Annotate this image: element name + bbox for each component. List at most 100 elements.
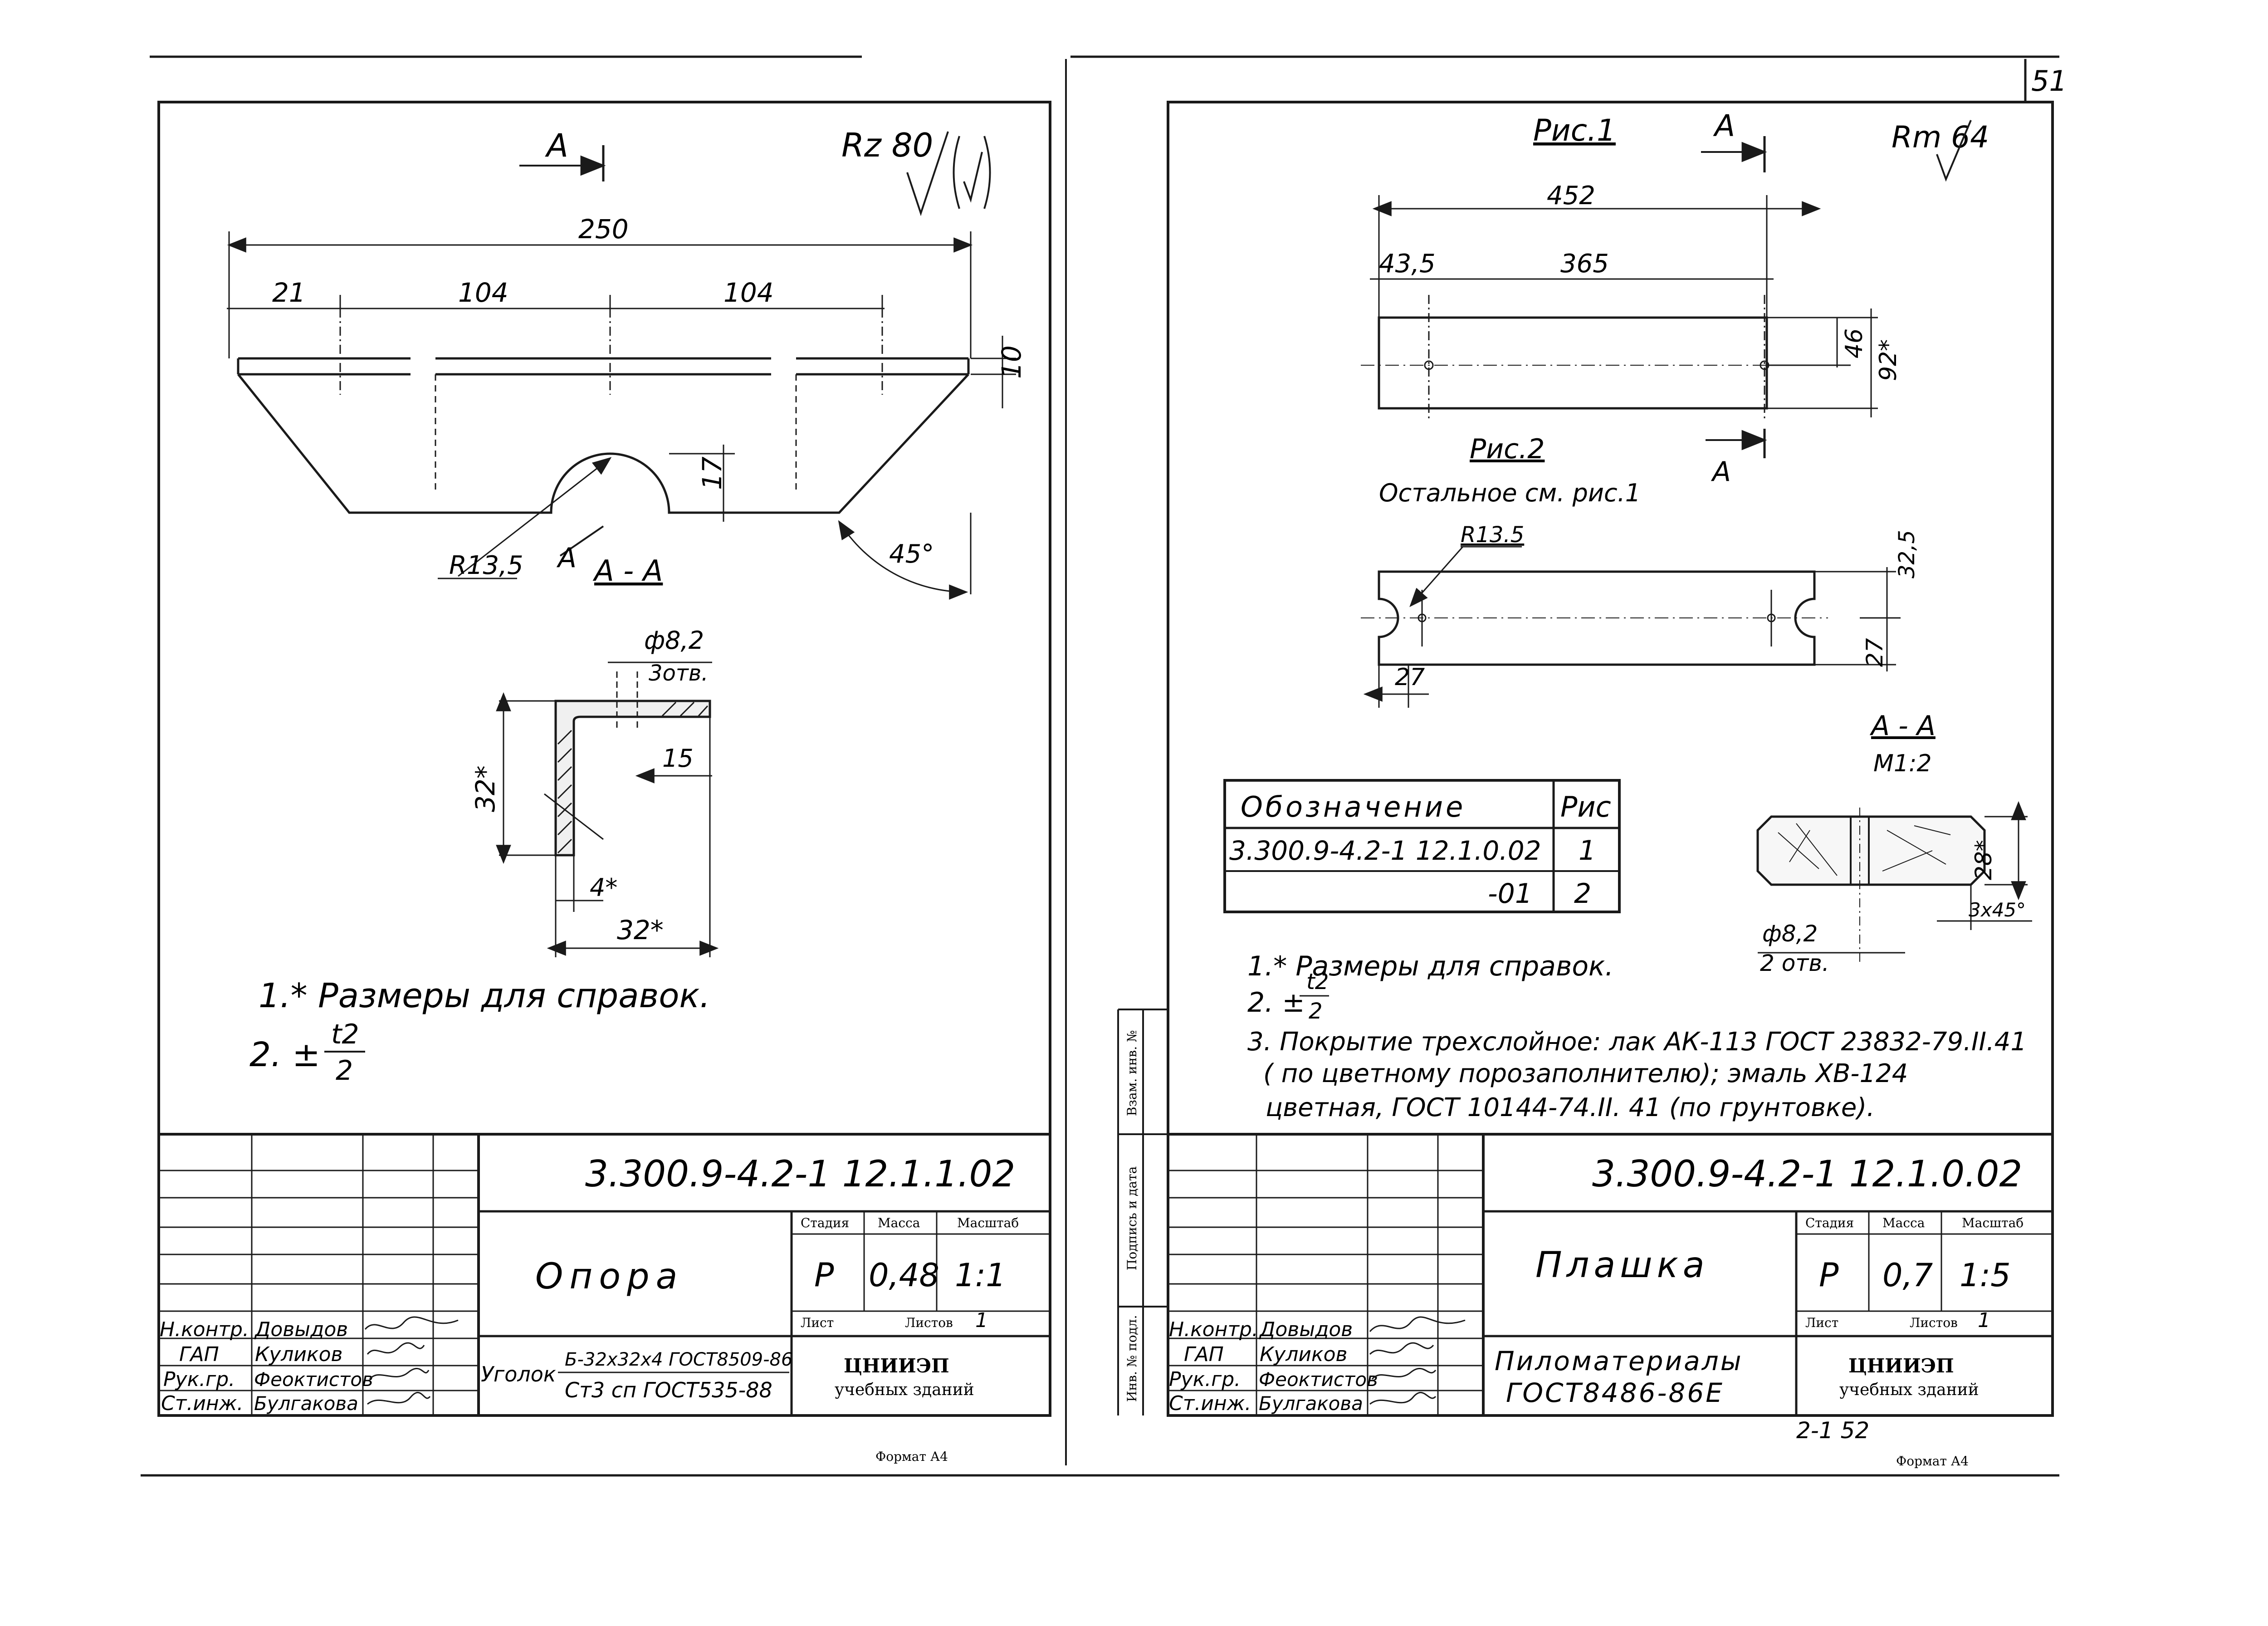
table-row-2-fig: 2 <box>1574 878 1591 910</box>
left-role-1: ГАП <box>179 1343 219 1366</box>
right-sheet-lbl: Лист <box>1805 1315 1838 1330</box>
left-mass: 0,48 <box>869 1257 939 1294</box>
right-section-mark-2: А <box>1711 456 1731 488</box>
right-roughness: Rm 64 <box>1892 120 1989 155</box>
left-hdr-scale: Масштаб <box>957 1215 1019 1230</box>
holes-2: 2 отв. <box>1760 950 1829 976</box>
left-note-2-den: 2 <box>336 1055 353 1087</box>
right-hdr-stage: Стадия <box>1805 1215 1854 1230</box>
left-role-2: Рук.гр. <box>163 1368 235 1391</box>
right-role-0: Н.контр. <box>1169 1318 1258 1341</box>
right-name-2: Феоктистов <box>1259 1368 1378 1391</box>
dim-92: 92* <box>1875 339 1902 381</box>
left-sheets: 1 <box>975 1309 988 1332</box>
right-sheet-frame <box>1167 101 2054 1417</box>
left-hdr-stage: Стадия <box>801 1215 849 1230</box>
right-role-2: Рук.гр. <box>1169 1368 1241 1391</box>
left-material-top: Б-32х32х4 ГОСТ8509-86 <box>565 1349 792 1370</box>
dim-21: 21 <box>272 277 306 308</box>
left-note-2: 2. ± <box>249 1035 320 1074</box>
right-org-1: ЦНИИЭП <box>1848 1355 1954 1377</box>
right-scale: 1:5 <box>1960 1257 2011 1294</box>
right-section-mark: А <box>1713 108 1735 143</box>
left-section-mark: А <box>545 127 568 164</box>
table-header-fig: Рис <box>1560 790 1611 823</box>
right-note-1: 1.* Размеры для справок. <box>1247 950 1613 982</box>
left-note-2-num: t2 <box>331 1019 359 1050</box>
dim-15: 15 <box>662 744 694 773</box>
left-role-0: Н.контр. <box>160 1318 249 1341</box>
left-part-name: Опора <box>535 1256 684 1297</box>
dim-28: 28* <box>1970 840 1997 880</box>
right-section-scale: М1:2 <box>1873 750 1932 777</box>
left-section-label: А - А <box>592 554 663 588</box>
left-elevation <box>237 309 970 514</box>
right-name-0: Довыдов <box>1259 1318 1353 1341</box>
right-section-label: А - А <box>1869 710 1936 742</box>
bottom-page-ref: 2-1 52 <box>1796 1417 1869 1444</box>
right-hdr-scale: Масштаб <box>1962 1215 2024 1230</box>
dim-chamfer: 3х45° <box>1969 899 2026 921</box>
left-name-3: Булгакова <box>254 1392 358 1415</box>
right-note-3a: 3. Покрытие трехслойное: лак АК-113 ГОСТ… <box>1247 1027 2027 1057</box>
stamp-label-2: Инв. № подл. <box>1124 1315 1139 1402</box>
left-material-bottom: Ст3 сп ГОСТ535-88 <box>565 1378 772 1402</box>
page-number: 51 <box>2031 64 2067 98</box>
dim-452: 452 <box>1547 181 1595 211</box>
dim-r135-fig2: R13.5 <box>1461 522 1524 548</box>
dim-angle45: 45° <box>889 539 934 569</box>
stamp-label-1: Подпись и дата <box>1124 1166 1139 1270</box>
dim-27h: 27 <box>1395 664 1425 691</box>
right-section-view <box>1756 801 2032 962</box>
fig1-label: Рис.1 <box>1533 113 1616 148</box>
right-format: Формат А4 <box>1896 1454 1969 1469</box>
left-sheet-lbl: Лист <box>801 1315 834 1330</box>
dim-325: 32,5 <box>1894 530 1920 578</box>
dim-32-vertical: 32* <box>470 765 501 812</box>
dim-104b: 104 <box>723 277 774 308</box>
right-sheets-lbl: Листов <box>1910 1315 1958 1330</box>
left-org-1: ЦНИИЭП <box>844 1355 949 1377</box>
right-name-3: Булгакова <box>1259 1392 1363 1415</box>
right-sheets: 1 <box>1978 1309 1990 1332</box>
fig2-label: Рис.2 <box>1470 433 1545 465</box>
right-org-2: учебных зданий <box>1839 1381 1979 1399</box>
dim-435: 43,5 <box>1379 249 1436 279</box>
fig2-note: Остальное см. рис.1 <box>1379 479 1641 507</box>
left-sheets-lbl: Листов <box>905 1315 953 1330</box>
angle-section-dims <box>496 661 719 957</box>
right-material-top: Пиломатериалы <box>1495 1346 1743 1376</box>
right-note-3b: ( по цветному порозаполнителю); эмаль ХВ… <box>1263 1059 1908 1088</box>
dim-46: 46 <box>1841 328 1868 358</box>
table-row-1-fig: 1 <box>1579 835 1596 867</box>
fig2-dims <box>1363 546 1901 708</box>
left-note-1: 1.* Размеры для справок. <box>259 976 710 1015</box>
right-title-block <box>1168 1133 2053 1415</box>
dim-250: 250 <box>578 214 629 245</box>
stamp-label-0: Взам. инв. № <box>1124 1030 1139 1116</box>
left-title-block <box>159 1133 1050 1415</box>
left-format: Формат А4 <box>875 1449 948 1464</box>
left-org-2: учебных зданий <box>835 1381 974 1399</box>
right-part-name: Плашка <box>1535 1245 1709 1286</box>
dim-phi82-right: ф8,2 <box>1762 921 1818 947</box>
left-name-2: Феоктистов <box>254 1368 373 1391</box>
fig1-view <box>1361 120 1972 458</box>
left-roughness: Rz 80 <box>841 126 933 164</box>
stamp-strip <box>1117 1009 1168 1415</box>
dim-32-horizontal: 32* <box>617 915 664 945</box>
dim-10: 10 <box>996 345 1027 379</box>
angle-section <box>554 671 711 857</box>
right-note-3c: цветная, ГОСТ 10144-74.II. 41 (по грунто… <box>1266 1093 1875 1122</box>
left-section-mark-2: А <box>556 542 577 574</box>
left-scale: 1:1 <box>955 1257 1006 1294</box>
left-hdr-mass: Масса <box>878 1215 920 1230</box>
table-header-designation: Обозначение <box>1241 790 1466 823</box>
left-name-0: Довыдов <box>254 1318 348 1341</box>
table-row-1-code: 3.300.9-4.2-1 12.1.0.02 <box>1229 835 1541 866</box>
right-mass: 0,7 <box>1882 1257 1933 1294</box>
left-name-1: Куликов <box>255 1343 342 1366</box>
right-note-2: 2. ± <box>1247 987 1305 1019</box>
table-row-2-code: -01 <box>1488 878 1532 910</box>
